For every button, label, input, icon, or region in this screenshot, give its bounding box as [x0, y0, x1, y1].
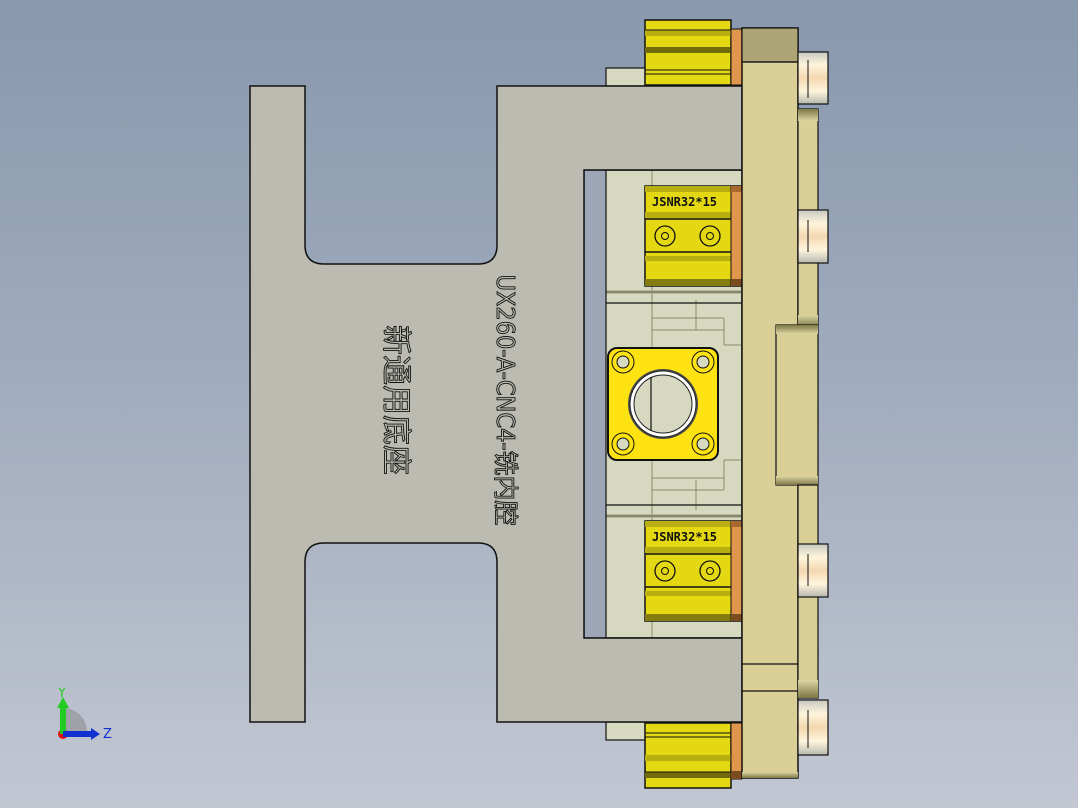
locating-pin-3[interactable]	[797, 543, 829, 598]
z-axis-label: Z	[103, 727, 112, 742]
top-spacer	[605, 67, 647, 87]
axis-triad: Y Z	[57, 688, 112, 742]
lower-cylinder-jsnr[interactable]: JSNR32*15	[644, 520, 744, 622]
bottom-spacer	[605, 721, 647, 741]
y-axis-arrow	[60, 706, 66, 734]
y-axis-label: Y	[57, 688, 66, 701]
svg-text:新通用底座: 新通用底座	[378, 325, 413, 475]
locating-pin-1[interactable]	[797, 51, 829, 105]
pocket-gap	[583, 169, 607, 639]
flange-locator[interactable]	[607, 347, 719, 461]
locating-pin-2[interactable]	[797, 209, 829, 264]
clamp-block[interactable]	[741, 27, 819, 779]
z-axis-arrow	[63, 731, 93, 737]
engraving-chinese: 新通用底座	[378, 325, 414, 476]
top-outer-cylinder[interactable]	[644, 19, 743, 86]
svg-text:UX260-A-CNC4-铣内腔: UX260-A-CNC4-铣内腔	[491, 275, 520, 526]
upper-cylinder-jsnr[interactable]: JSNR32*15	[644, 185, 744, 287]
triad-quadrant	[63, 708, 87, 732]
cylinder-model-label: JSNR32*15	[652, 530, 717, 544]
locating-pin-4[interactable]	[797, 699, 829, 756]
engraving-part-code: UX260-A-CNC4-铣内腔	[491, 274, 521, 526]
base-plate[interactable]	[249, 85, 743, 723]
bottom-outer-cylinder[interactable]	[644, 722, 743, 789]
cylinder-model-label: JSNR32*15	[652, 195, 717, 209]
